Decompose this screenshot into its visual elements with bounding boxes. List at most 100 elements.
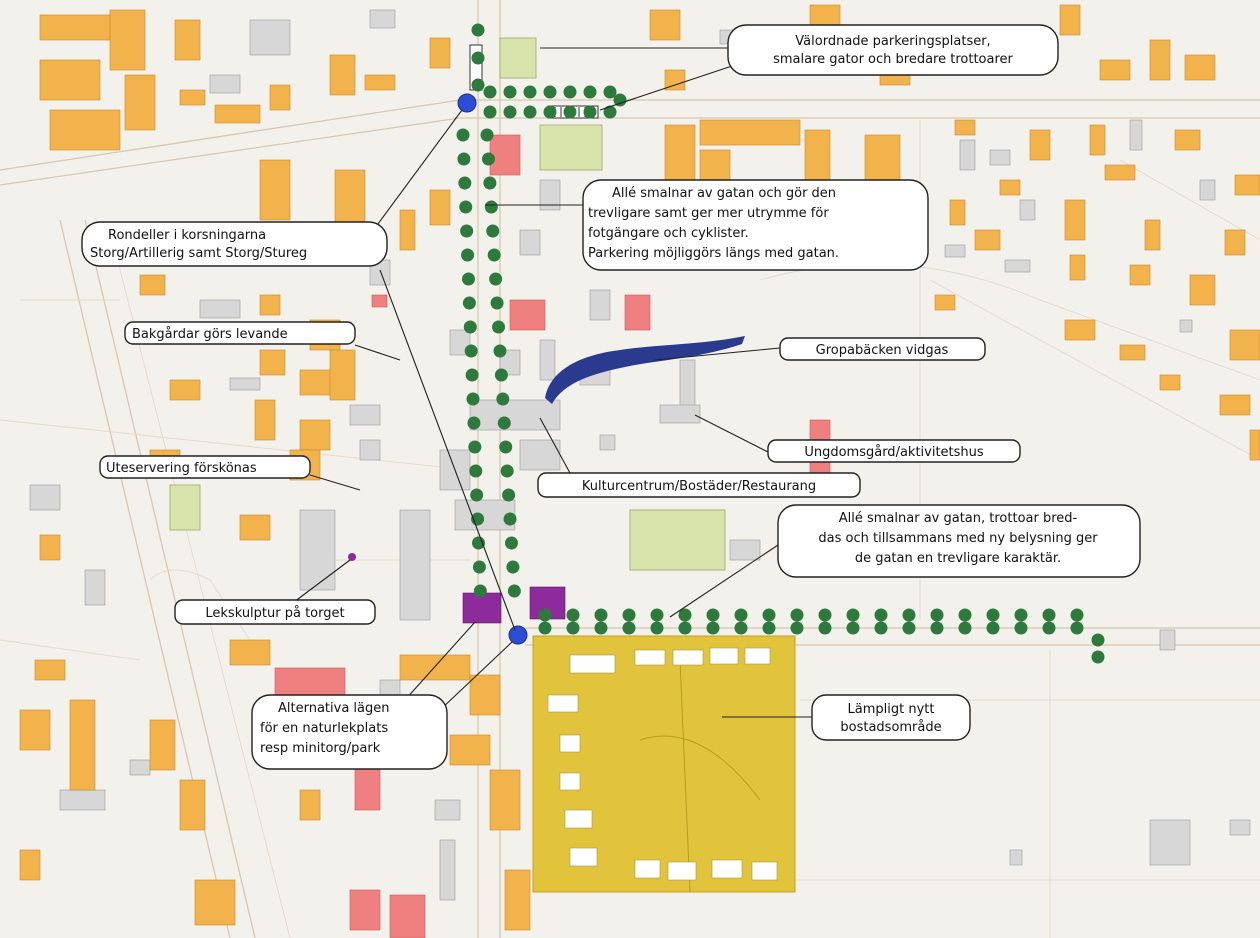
tree-icon	[986, 621, 1000, 635]
callout-bostadsomrade: Lämpligt nytt bostadsområde	[811, 694, 971, 741]
tree-icon	[583, 85, 597, 99]
tree-icon	[818, 621, 832, 635]
tree-icon	[678, 608, 692, 622]
tree-icon	[471, 23, 485, 37]
svg-text:Kulturcentrum/Bostäder/Restaur: Kulturcentrum/Bostäder/Restaurang	[582, 479, 816, 494]
tree-icon	[622, 621, 636, 635]
svg-text:resp minitorg/park: resp minitorg/park	[260, 741, 381, 756]
svg-text:Lekskulptur på torget: Lekskulptur på torget	[205, 606, 344, 621]
tree-icon	[563, 85, 577, 99]
tree-icon	[563, 105, 577, 119]
tree-icon	[499, 440, 513, 454]
svg-text:Gropabäcken vidgas: Gropabäcken vidgas	[816, 343, 949, 358]
tree-icon	[650, 608, 664, 622]
tree-icon	[503, 105, 517, 119]
tree-rows	[456, 23, 1105, 664]
roundabout-south	[508, 625, 528, 645]
tree-icon	[503, 512, 517, 526]
tree-icon	[468, 440, 482, 454]
tree-icon	[650, 621, 664, 635]
svg-text:Ungdomsgård/aktivitetshus: Ungdomsgård/aktivitetshus	[804, 445, 984, 460]
tree-icon	[464, 344, 478, 358]
callout-parking: Välordnade parkeringsplatser, smalare ga…	[727, 24, 1059, 76]
tree-icon	[461, 272, 475, 286]
tree-icon	[473, 584, 487, 598]
tree-icon	[489, 272, 503, 286]
tree-icon	[1091, 633, 1105, 647]
callout-alle-storgatan: Allé smalnar av gatan och gör den trevli…	[582, 179, 929, 271]
tree-icon	[734, 621, 748, 635]
tree-icon	[470, 488, 484, 502]
tree-icon	[457, 152, 471, 166]
tree-icon	[902, 608, 916, 622]
tree-icon	[486, 224, 500, 238]
callout-naturlekplats: Alternativa lägen för en naturlekplats r…	[251, 694, 448, 770]
tree-icon	[523, 105, 537, 119]
tree-icon	[1042, 608, 1056, 622]
tree-icon	[483, 85, 497, 99]
tree-icon	[504, 536, 518, 550]
svg-text:fotgängare och cyklister.: fotgängare och cyklister.	[588, 226, 749, 241]
tree-icon	[1091, 650, 1105, 664]
svg-text:Bakgårdar görs levande: Bakgårdar görs levande	[132, 327, 288, 342]
tree-icon	[466, 392, 480, 406]
tree-icon	[500, 464, 514, 478]
tree-icon	[543, 85, 557, 99]
tree-icon	[986, 608, 1000, 622]
callout-uteservering: Uteservering förskönas	[99, 455, 311, 479]
tree-icon	[506, 560, 520, 574]
stream-gropabacken	[545, 336, 745, 404]
sculpture-marker	[348, 553, 356, 561]
tree-icon	[930, 621, 944, 635]
callout-rondeller: Rondeller i korsningarna Storg/Artilleri…	[81, 221, 388, 267]
tree-icon	[583, 105, 597, 119]
tree-icon	[503, 85, 517, 99]
tree-icon	[459, 200, 473, 214]
callout-alle-ostra: Allé smalnar av gatan, trottoar bred- da…	[777, 504, 1141, 578]
svg-text:Välordnade parkeringsplatser,: Välordnade parkeringsplatser,	[795, 34, 990, 49]
svg-text:de gatan en trevligare karaktä: de gatan en trevligare karaktär.	[855, 551, 1061, 566]
svg-text:Allé smalnar av gatan och gör: Allé smalnar av gatan och gör den	[612, 186, 836, 201]
tree-icon	[846, 608, 860, 622]
tree-icon	[566, 608, 580, 622]
tree-icon	[467, 416, 481, 430]
tree-icon	[706, 621, 720, 635]
grey-buildings	[29, 9, 1251, 901]
svg-text:för en naturlekplats: för en naturlekplats	[260, 721, 388, 736]
tree-icon	[483, 105, 497, 119]
svg-text:Alternativa lägen: Alternativa lägen	[278, 701, 390, 716]
tree-icon	[461, 248, 475, 262]
roundabout-north	[457, 93, 477, 113]
tree-icon	[734, 608, 748, 622]
callout-gropabacken: Gropabäcken vidgas	[779, 337, 986, 361]
tree-icon	[493, 344, 507, 358]
tree-icon	[472, 536, 486, 550]
tree-icon	[502, 488, 516, 502]
tree-icon	[456, 128, 470, 142]
tree-icon	[958, 608, 972, 622]
green-spaces	[169, 37, 726, 571]
tree-icon	[483, 176, 497, 190]
tree-icon	[543, 105, 557, 119]
tree-icon	[472, 560, 486, 574]
tree-icon	[930, 608, 944, 622]
tree-icon	[538, 621, 552, 635]
tree-icon	[874, 621, 888, 635]
tree-icon	[494, 368, 508, 382]
tree-icon	[622, 608, 636, 622]
tree-icon	[678, 621, 692, 635]
red-buildings	[274, 134, 831, 938]
svg-text:smalare gator och bredare trot: smalare gator och bredare trottoarer	[773, 52, 1013, 67]
svg-text:bostadsområde: bostadsområde	[840, 720, 941, 735]
tree-icon	[762, 621, 776, 635]
tree-icon	[490, 296, 504, 310]
tree-icon	[874, 608, 888, 622]
tree-icon	[566, 621, 580, 635]
svg-text:Parkering möjliggörs längs med: Parkering möjliggörs längs med gatan.	[588, 246, 839, 261]
tree-icon	[762, 608, 776, 622]
tree-icon	[603, 85, 617, 99]
tree-icon	[603, 105, 617, 119]
svg-text:Rondeller i korsningarna: Rondeller i korsningarna	[108, 228, 266, 243]
tree-icon	[480, 128, 494, 142]
tree-icon	[706, 608, 720, 622]
